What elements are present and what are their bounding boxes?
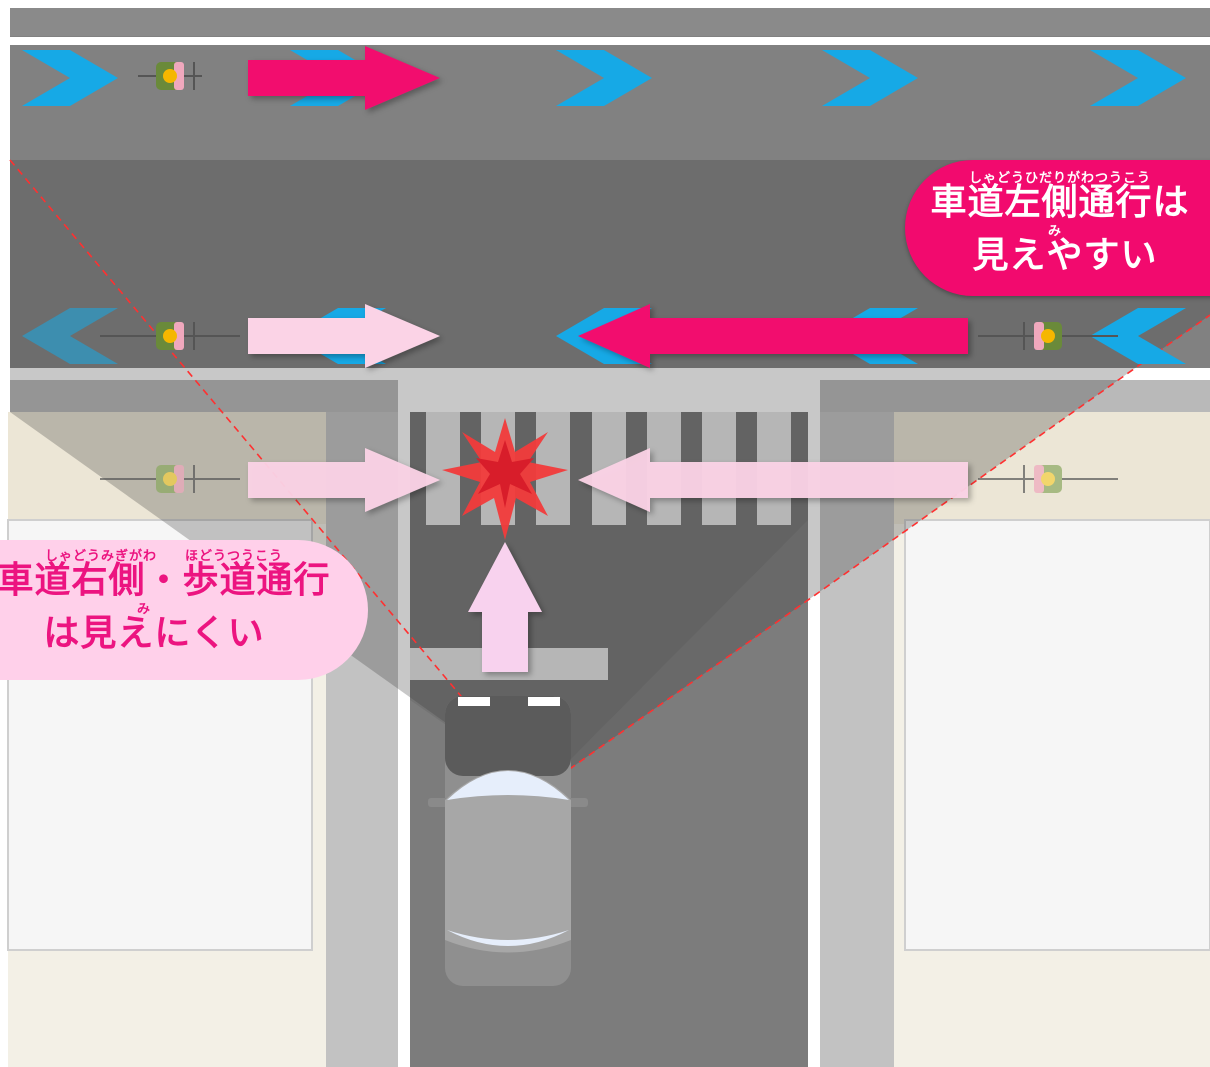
chevron-icon (556, 50, 652, 106)
callout-hard-ruby-1: しゃどうみぎがわ ほどうつうこう (44, 549, 283, 564)
bicycle-icon (100, 465, 240, 493)
chevron-icon (22, 50, 118, 106)
bicycle-icon (978, 465, 1118, 493)
chevron-icon (22, 308, 118, 364)
sidewalk-right (894, 412, 1210, 1067)
callout-visible: しゃどうひだりがわつうこう 車道左側通行は み 見えやすい (905, 160, 1210, 296)
callout-hard-ruby-2: み (136, 602, 151, 617)
arrow-correct-lane (248, 46, 440, 110)
arrow-icon (248, 304, 440, 368)
callout-visible-ruby-2: み (1047, 224, 1062, 239)
callout-visible-line-2: 見えやすい (972, 235, 1158, 276)
collision-icon (442, 418, 568, 540)
arrow-icon (468, 542, 542, 672)
arrow-icon (248, 46, 440, 110)
chevron-icon (1090, 50, 1186, 106)
crosswalk (426, 370, 791, 525)
arrow-pale-road (248, 304, 440, 368)
callout-visible-line-1: 車道左側通行は (930, 182, 1190, 223)
arrow-wrong-way-road (578, 304, 968, 368)
arrow-sidewalk-right (578, 448, 968, 512)
chevron-icon (1090, 308, 1186, 364)
callout-hard-line-2: は見えにくい (43, 613, 265, 654)
arrow-car-forward (468, 542, 542, 672)
bicycle-icon (100, 322, 240, 350)
callout-hard-to-see: しゃどうみぎがわ ほどうつうこう 車道右側・歩道通行 み は見えにくい (0, 540, 368, 680)
callout-visible-ruby-1: しゃどうひだりがわつうこう (968, 171, 1151, 186)
arrow-icon (578, 448, 968, 512)
bicycle-icon (138, 62, 202, 90)
arrow-icon (248, 448, 440, 512)
car-icon (428, 696, 588, 986)
arrow-sidewalk-left (248, 448, 440, 512)
callout-hard-line-1: 車道右側・歩道通行 (0, 560, 331, 601)
bicycle-icon (978, 322, 1118, 350)
chevron-icon (822, 50, 918, 106)
arrow-icon (578, 304, 968, 368)
